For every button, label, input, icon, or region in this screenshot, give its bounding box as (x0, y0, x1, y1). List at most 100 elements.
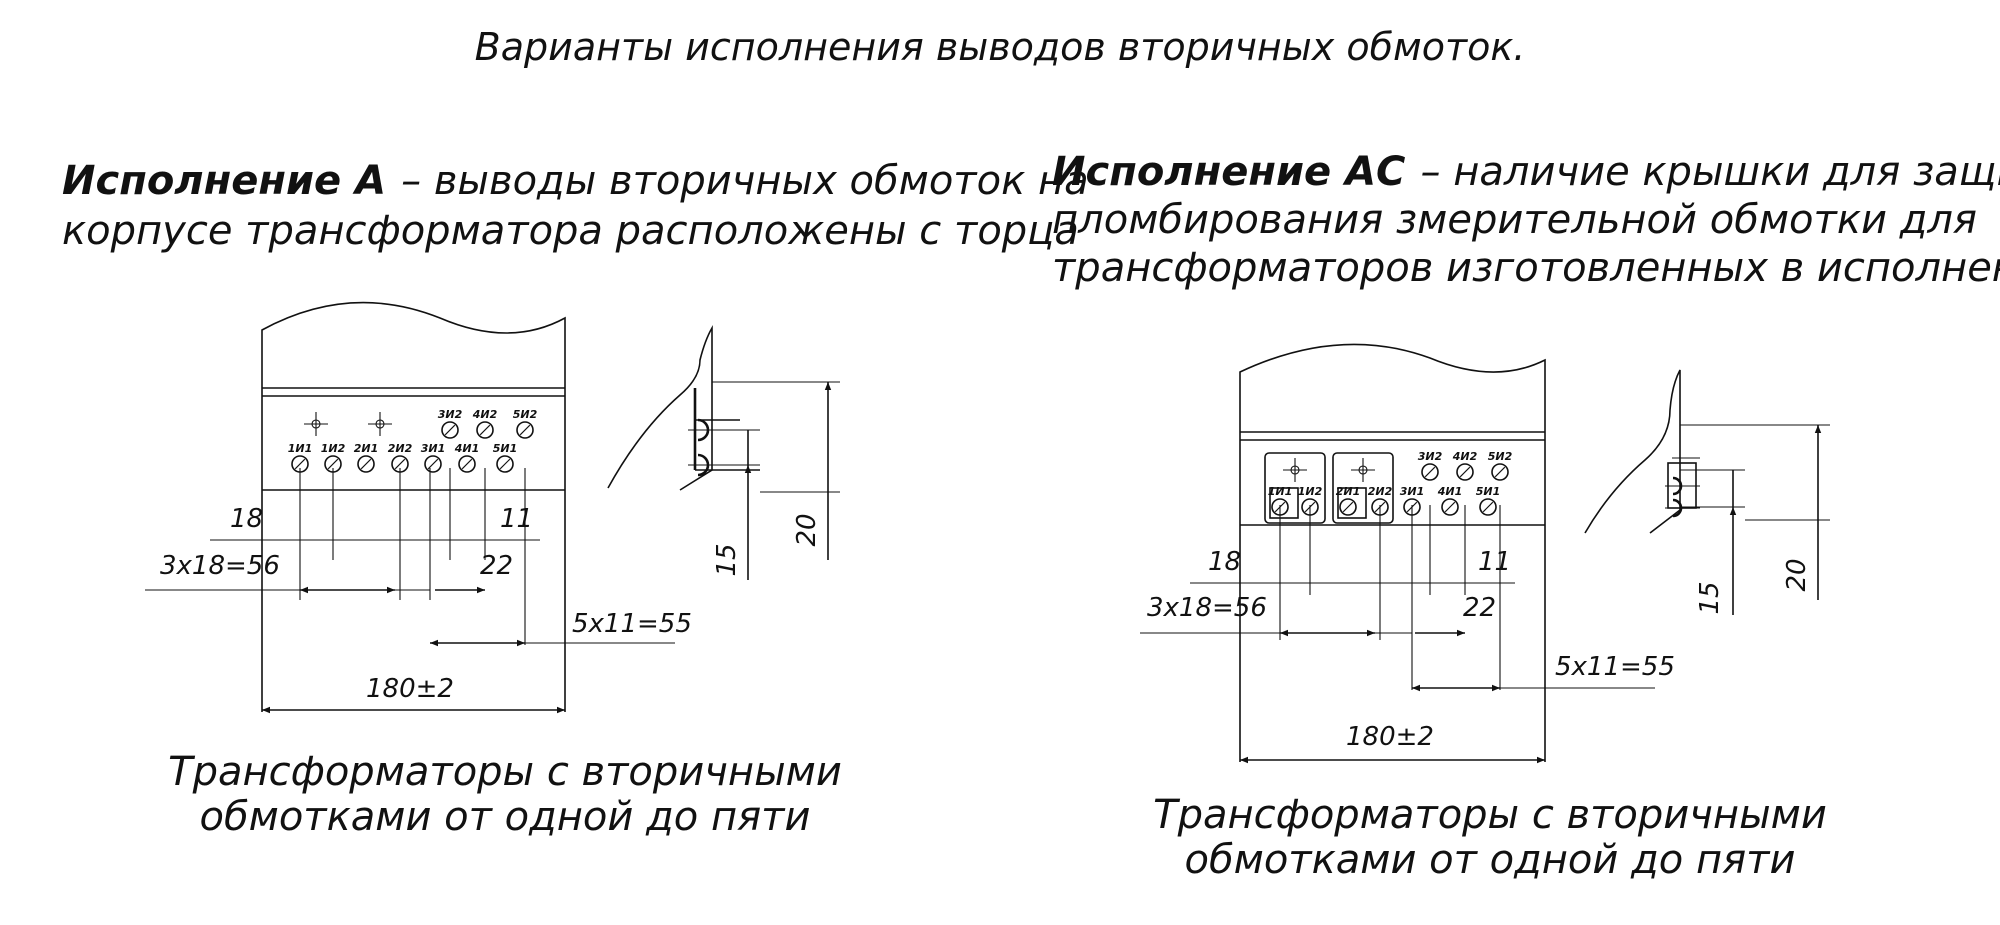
screw-slot (461, 458, 473, 470)
terminal-pin: 4И2 (1452, 450, 1478, 481)
terminal-label: 1И1 (288, 442, 313, 455)
variant-a-dim-11: 11 (500, 504, 533, 534)
terminal-label: 3И2 (438, 408, 463, 421)
terminal-label: 4И1 (454, 442, 480, 455)
terminal-pin: 4И2 (472, 408, 498, 439)
variant-ac-heading-line3: трансформаторов изготовленных в исполнен… (1052, 245, 2000, 291)
screw-slot (294, 458, 306, 470)
terminal-screw-icon (516, 421, 534, 439)
screw-slot (1342, 501, 1354, 513)
terminal-label: 5И1 (493, 442, 518, 455)
variant-a-dim-180: 180±2 (366, 674, 454, 704)
variant-ac-dim-180: 180±2 (1346, 722, 1434, 752)
variant-a-caption-line1: Трансформаторы с вторичными (168, 749, 842, 795)
terminal-pin: 1И1 (288, 442, 313, 473)
variant-ac-heading: Исполнение АС – наличие крышки для защит… (1052, 149, 2000, 195)
variant-a-heading-bold: Исполнение А (62, 158, 386, 204)
terminal-label: 4И2 (472, 408, 498, 421)
variant-a-dimensions: 18 11 3x18=56 22 5x11=55 180±2 15 20 (145, 381, 840, 714)
terminal-screw-icon (496, 455, 514, 473)
terminal-screw-icon (1421, 463, 1439, 481)
terminal-label: 2И1 (1336, 485, 1361, 498)
terminal-label: 3И1 (421, 442, 446, 455)
screw-slot (444, 424, 456, 436)
screw-slot (327, 458, 339, 470)
terminal-screw-icon (476, 421, 494, 439)
screw-slot (1494, 466, 1506, 478)
terminal-label: 2И2 (1368, 485, 1393, 498)
variant-ac-caption-line1: Трансформаторы с вторичными (1153, 792, 1827, 838)
terminal-label: 4И1 (1437, 485, 1463, 498)
variant-a-heading-line1: – выводы вторичных обмоток на (401, 158, 1088, 204)
variant-ac-heading-line1: – наличие крышки для защиты и (1421, 149, 2000, 195)
variant-a-dim-15: 15 (712, 543, 742, 576)
terminal-label: 5И2 (513, 408, 538, 421)
variant-ac-terminal-group: 1И1 1И2 2И1 2И2 3И1 3И2 4И1 4И2 5И1 5И2 (1268, 450, 1513, 516)
variant-ac-dimensions: 18 11 3x18=56 22 5x11=55 180±2 15 20 (1140, 424, 1830, 764)
variant-ac-dim-15: 15 (1695, 581, 1725, 614)
terminal-label: 1И1 (1268, 485, 1293, 498)
screw-slot (1459, 466, 1471, 478)
terminal-label: 4И2 (1452, 450, 1478, 463)
variant-a-dim-22: 22 (480, 551, 513, 581)
terminal-pin: 4И1 (454, 442, 480, 473)
screw-slot (499, 458, 511, 470)
variant-a-dim-18: 18 (230, 504, 263, 534)
terminal-pin: 1И2 (321, 442, 346, 473)
variant-ac-side-view (1584, 369, 1700, 534)
terminal-screw-icon (424, 455, 442, 473)
variant-a: Исполнение А – выводы вторичных обмоток … (62, 158, 1089, 840)
terminal-pin: 5И2 (513, 408, 538, 439)
terminal-pin: 2И1 (1336, 485, 1361, 516)
terminal-pin: 5И1 (1476, 485, 1500, 516)
variant-ac-dim-22: 22 (1463, 593, 1496, 623)
terminal-pin: 5И2 (1488, 450, 1513, 481)
terminal-pin: 3И2 (438, 408, 463, 439)
variant-ac-dim-20: 20 (1782, 558, 1812, 591)
terminal-screw-icon (357, 455, 375, 473)
screw-slot (519, 424, 531, 436)
terminal-pin: 3И2 (1418, 450, 1443, 481)
terminal-label: 3И2 (1418, 450, 1443, 463)
terminal-screw-icon (1491, 463, 1509, 481)
variant-a-dim-5x11: 5x11=55 (572, 609, 692, 639)
screw-slot (1482, 501, 1494, 513)
screw-slot (1444, 501, 1456, 513)
terminal-pin: 2И1 (354, 442, 379, 473)
variant-ac-dim-11: 11 (1478, 547, 1511, 577)
variant-a-caption-line2: обмотками от одной до пяти (200, 794, 811, 840)
variant-a-heading: Исполнение А – выводы вторичных обмоток … (62, 158, 1089, 204)
screw-slot (394, 458, 406, 470)
variant-a-heading-line2: корпусе трансформатора расположены с тор… (62, 208, 1079, 254)
terminal-label: 2И1 (354, 442, 379, 455)
terminal-label: 1И2 (1298, 485, 1323, 498)
screw-slot (1424, 466, 1436, 478)
terminal-screw-icon (1479, 498, 1497, 516)
terminal-pin: 3И1 (421, 442, 446, 473)
variant-ac-dim-5x11: 5x11=55 (1555, 652, 1675, 682)
variant-a-side-view (607, 325, 760, 491)
page-title: Варианты исполнения выводов вторичных об… (475, 25, 1526, 69)
variant-ac: Исполнение АС – наличие крышки для защит… (1052, 149, 2000, 883)
terminal-screw-icon (1441, 498, 1459, 516)
terminal-label: 2И2 (388, 442, 413, 455)
variant-ac-dim-3x18: 3x18=56 (1147, 593, 1267, 623)
terminal-screw-icon (1339, 498, 1357, 516)
screw-slot (479, 424, 491, 436)
variant-a-dim-20: 20 (792, 513, 822, 546)
terminal-screw-icon (458, 455, 476, 473)
terminal-screw-icon (441, 421, 459, 439)
screw-slot (427, 458, 439, 470)
variant-ac-caption-line2: обмотками от одной до пяти (1185, 837, 1796, 883)
variant-a-dim-3x18: 3x18=56 (160, 551, 280, 581)
terminal-pin: 5И1 (493, 442, 518, 473)
terminal-pin: 4И1 (1437, 485, 1463, 516)
screw-slot (360, 458, 372, 470)
variant-ac-front-view: 1И1 1И2 2И1 2И2 3И1 3И2 4И1 4И2 5И1 5И2 (1239, 343, 1546, 762)
variant-a-terminal-group: 1И1 1И2 2И1 2И2 3И1 3И2 4И1 4И2 5И1 5И2 (288, 408, 538, 473)
terminal-screw-icon (1456, 463, 1474, 481)
variant-ac-heading-bold: Исполнение АС (1052, 149, 1405, 195)
terminal-label: 3И1 (1400, 485, 1425, 498)
variant-ac-heading-line2: пломбирования змерительной обмотки для (1052, 197, 1977, 243)
